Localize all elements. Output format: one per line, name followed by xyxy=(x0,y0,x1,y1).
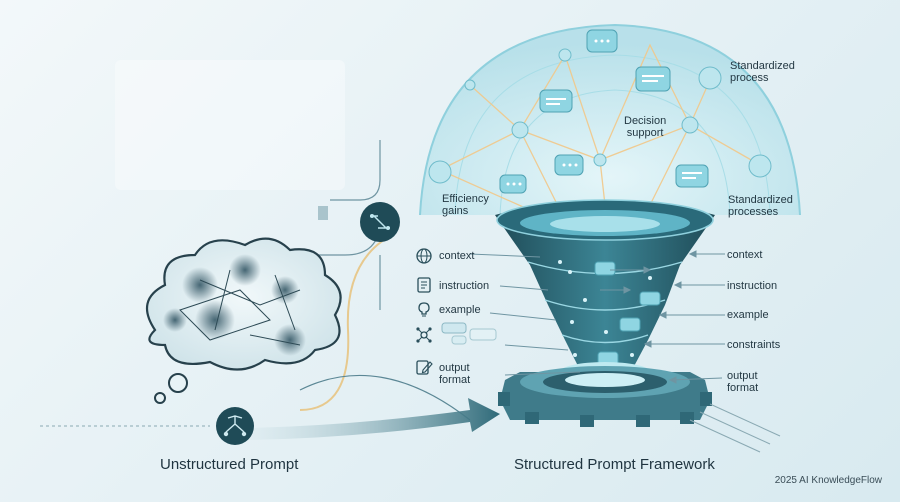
prompt-funnel xyxy=(495,199,715,382)
left-title: Unstructured Prompt xyxy=(160,456,299,473)
background-panel xyxy=(115,60,345,190)
right-label-example-line: example xyxy=(727,309,769,321)
label-efficiency-gains-line: gains xyxy=(442,205,469,217)
right-label-constraints: constraints xyxy=(727,339,780,351)
main-arrow xyxy=(250,398,500,440)
left-label-instruction: instruction xyxy=(439,280,489,292)
right-label-output-line: format xyxy=(727,382,759,394)
left-label-output-line: output xyxy=(439,362,470,374)
flow-curve xyxy=(299,234,393,411)
label-efficiency-gains-line: Efficiency xyxy=(442,193,489,205)
label-decision-support-line: Decision xyxy=(624,115,667,127)
left-label-instruction-line: instruction xyxy=(439,280,490,292)
right-label-context-line: context xyxy=(727,249,763,261)
unstructured-cloud xyxy=(145,237,342,371)
connector-line xyxy=(330,140,381,201)
flow-curve xyxy=(299,374,471,421)
thought-bubble xyxy=(154,392,166,404)
edit-icon xyxy=(416,360,433,375)
gear-base xyxy=(498,366,781,453)
thought-bubble xyxy=(168,373,188,393)
right-label-instruction-line: instruction xyxy=(727,280,778,292)
label-standardized-processes-line: Standardized xyxy=(728,194,793,206)
left-label-context: context xyxy=(439,250,474,262)
network-node-icon xyxy=(416,327,432,343)
knowledge-dome xyxy=(419,23,801,224)
right-title: Structured Prompt Framework xyxy=(514,456,715,473)
right-label-output-line: output xyxy=(727,370,758,382)
small-square xyxy=(318,206,328,220)
right-label-instruction: instruction xyxy=(727,280,777,292)
label-standardized-process-line: Standardized xyxy=(730,60,795,72)
globe-icon xyxy=(416,248,432,264)
label-standardized-processes-line: processes xyxy=(728,206,779,218)
right-label-context: context xyxy=(727,249,762,261)
chat-bubbles-icon xyxy=(441,322,497,345)
label-standardized-process-line: process xyxy=(730,72,769,84)
left-label-example: example xyxy=(439,304,481,316)
left-label-context-line: context xyxy=(439,250,475,262)
label-decision-support-line: support xyxy=(626,127,664,139)
credit-text: 2025 AI KnowledgeFlow xyxy=(774,475,882,486)
left-label-output-line: format xyxy=(439,374,471,386)
lightbulb-icon xyxy=(418,302,430,317)
workflow-node-icon xyxy=(216,407,254,445)
document-icon xyxy=(417,277,431,293)
left-label-example-line: example xyxy=(439,304,481,316)
right-label-constraints-line: constraints xyxy=(727,339,781,351)
right-label-example: example xyxy=(727,309,769,321)
